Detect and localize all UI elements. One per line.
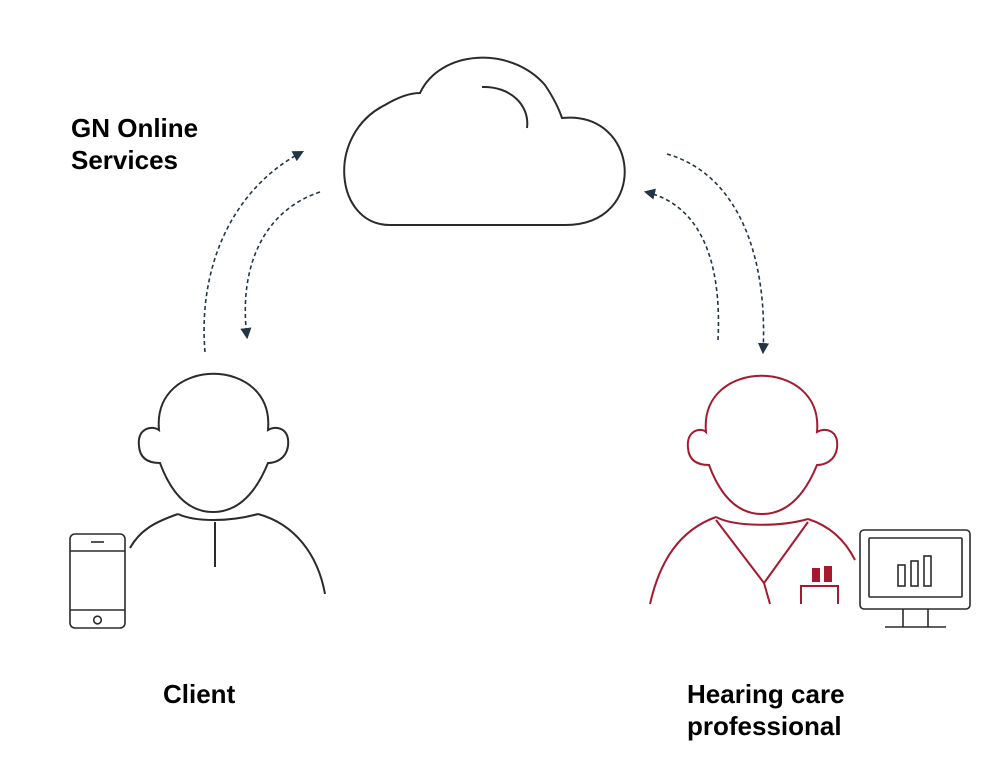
cloud-to-client-arrow	[240, 191, 321, 340]
professional-label-line1: Hearing care	[687, 679, 845, 709]
professional-label-line2: professional	[687, 711, 842, 741]
cloud-label: GN Online Services	[71, 112, 291, 176]
cloud-label-line2: Services	[71, 145, 178, 175]
professional-person-icon	[649, 374, 856, 605]
smartphone-icon	[69, 533, 126, 629]
cloud-to-professional-arrow	[666, 153, 770, 355]
pocket-pens-icon	[812, 566, 832, 582]
client-to-cloud-arrow	[203, 150, 304, 353]
professional-label: Hearing care professional	[687, 678, 927, 742]
monitor-chart-icon	[859, 529, 971, 628]
cloud-icon	[343, 56, 626, 226]
client-label: Client	[163, 678, 323, 710]
cloud-label-line1: GN Online	[71, 113, 199, 143]
professional-to-cloud-arrow	[643, 188, 720, 341]
client-person-icon	[129, 372, 326, 595]
client-label-text: Client	[163, 679, 236, 709]
